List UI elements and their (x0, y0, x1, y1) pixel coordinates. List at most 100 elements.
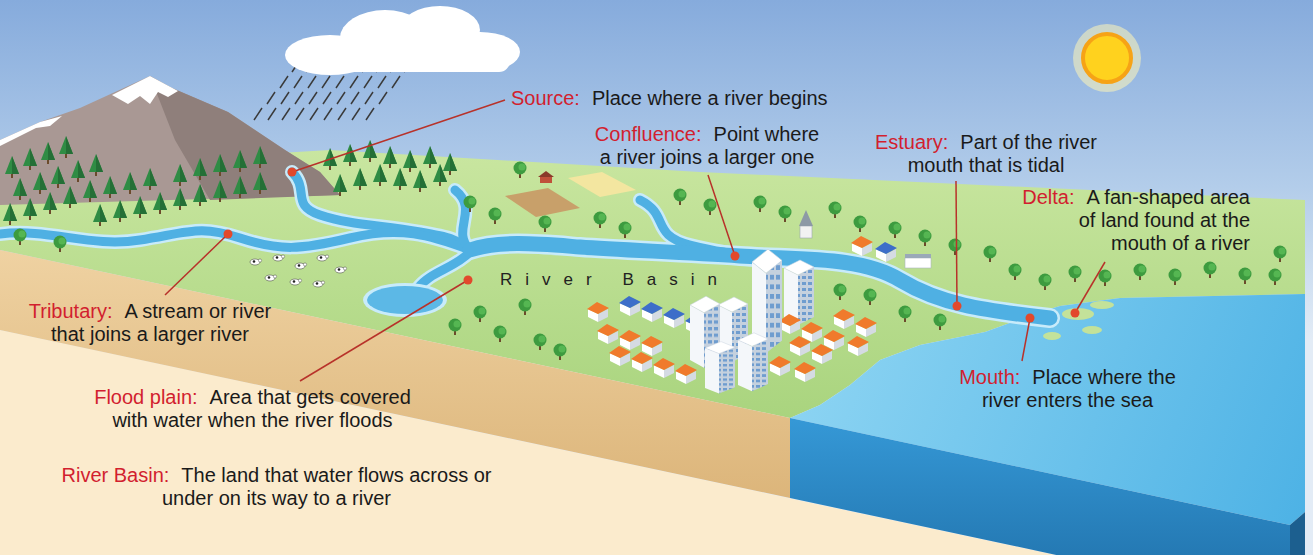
river-part-part (418, 252, 470, 288)
pine-trees-part (373, 164, 387, 186)
round-trees-part (704, 199, 717, 216)
delta-islands-part (1082, 326, 1102, 334)
city-part (663, 308, 685, 328)
round-trees (14, 162, 1287, 361)
city-part (587, 302, 609, 322)
land-block (0, 150, 1305, 555)
village-buildings (799, 210, 931, 268)
leader-lines-part (292, 100, 505, 172)
sun-part (1073, 24, 1141, 92)
city-part (619, 296, 641, 316)
region-label: River Basin (500, 270, 730, 289)
pine-trees-part (353, 168, 367, 190)
pine-trees-part (403, 150, 417, 172)
land-block-part (1290, 512, 1305, 555)
pine-trees-part (233, 176, 247, 198)
pine-trees-part (51, 166, 65, 188)
leader-lines-part (165, 234, 228, 295)
cows-part (317, 255, 329, 261)
round-trees-part (539, 216, 552, 233)
round-trees-part (1099, 270, 1112, 287)
round-trees-part (1269, 269, 1282, 286)
city-part (794, 362, 816, 382)
city-part (789, 336, 811, 356)
round-trees-part (1274, 246, 1287, 263)
pine-trees-part (213, 180, 227, 202)
cows (250, 255, 347, 287)
callout-text: Source:Place where a river begins (511, 87, 828, 110)
river-part-part (418, 252, 470, 288)
sun-part (1083, 34, 1131, 82)
cows-part (250, 259, 262, 265)
round-trees-part (1169, 269, 1182, 286)
round-trees-part (489, 208, 502, 225)
pine-trees-part (173, 188, 187, 210)
pine-trees-part (83, 180, 97, 202)
pine-trees-part (13, 178, 27, 200)
definition-text: The land that water flows across or unde… (162, 464, 491, 509)
cows-part (273, 255, 285, 261)
river-part (0, 172, 1050, 318)
city-part (619, 330, 641, 350)
mountain-part (0, 116, 62, 146)
callout-text: Estuary:Part of the river mouth that is … (861, 131, 1111, 177)
round-trees-part (834, 284, 847, 301)
leader-dots-part (953, 302, 962, 311)
pine-trees-part (93, 204, 107, 226)
river (0, 172, 1050, 318)
cows-part (290, 279, 302, 285)
pine-trees-part (71, 160, 85, 182)
land-block-part (790, 418, 1290, 555)
pine-trees-part (5, 156, 19, 178)
pine-trees-part (133, 196, 147, 218)
mountain-part (150, 76, 340, 200)
pine-trees-part (233, 150, 247, 172)
round-trees-part (1134, 264, 1147, 281)
cows-part (295, 263, 307, 269)
round-trees-part (1239, 268, 1252, 285)
cows-part (265, 275, 277, 281)
callout-text: Flood plain:Area that gets covered with … (85, 386, 420, 432)
round-trees-part (619, 222, 632, 239)
pine-trees-part (59, 136, 73, 158)
round-trees-part (494, 326, 507, 343)
city-part (779, 314, 801, 334)
pine-trees-part (89, 154, 103, 176)
river-part-part (0, 231, 470, 250)
callout-text: Confluence:Point where a river joins a l… (591, 123, 823, 169)
delta-islands-part (1090, 301, 1114, 309)
pine-trees-part (113, 200, 127, 222)
pine-trees-part (393, 168, 407, 190)
city-part (631, 352, 653, 372)
city-part (738, 333, 768, 392)
city-part (675, 364, 697, 384)
round-trees-part (514, 162, 527, 179)
round-trees-part (984, 246, 997, 263)
term-label: Tributary: (29, 300, 113, 322)
village-buildings-part (800, 226, 812, 238)
leader-lines-part (1075, 262, 1105, 313)
leader-lines-part (708, 175, 735, 256)
city-part (811, 344, 833, 364)
city-part (705, 342, 735, 394)
leader-dots-part (1026, 314, 1035, 323)
pine-trees-part (43, 192, 57, 214)
definition-text: Place where a river begins (592, 87, 828, 109)
river-part-part (0, 231, 470, 250)
pine-trees (3, 136, 457, 226)
definition-text: A fan-shaped area of land found at the m… (1079, 186, 1250, 254)
pine-trees-part (173, 164, 187, 186)
farm-fields-part (505, 188, 580, 217)
callout-text: Mouth:Place where the river enters the s… (950, 366, 1185, 412)
pine-trees-part (33, 172, 47, 194)
cloud-part (300, 50, 510, 72)
pine-trees-part (253, 146, 267, 168)
river-part (0, 172, 1050, 318)
round-trees-part (464, 196, 477, 213)
pine-trees-part (193, 184, 207, 206)
farm-fields (505, 171, 636, 217)
round-trees-part (829, 202, 842, 219)
pine-trees-part (123, 172, 137, 194)
city-part (641, 336, 663, 356)
village-buildings-part (851, 236, 873, 256)
